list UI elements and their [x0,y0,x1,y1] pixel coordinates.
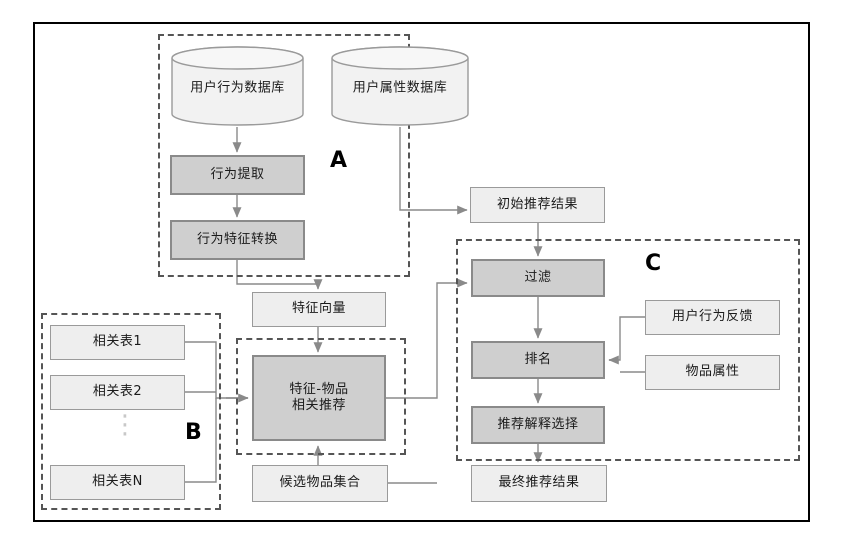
group-box-center [236,338,406,455]
node-relation-table-2[interactable]: 相关表2 [50,375,185,410]
database-user-behavior[interactable]: 用户行为数据库 [170,45,305,127]
group-box-b [41,313,221,510]
relation-table-ellipsis: ⋮ [112,412,138,458]
node-relation-table-n[interactable]: 相关表N [50,465,185,500]
node-behavior-extraction[interactable]: 行为提取 [170,155,305,195]
node-ranking[interactable]: 排名 [471,341,605,379]
group-box-c [456,239,800,461]
group-label-c: C [645,251,662,276]
node-feature-vector[interactable]: 特征向量 [252,292,386,327]
node-candidate-item-set[interactable]: 候选物品集合 [252,465,388,502]
group-label-b: B [185,420,202,445]
group-label-a: A [330,148,348,173]
database-label: 用户行为数据库 [190,80,285,96]
node-feature-item-recommend[interactable]: 特征-物品 相关推荐 [252,355,386,441]
cylinder-shape [331,46,469,126]
node-initial-recommend-result[interactable]: 初始推荐结果 [470,187,605,223]
node-recommend-explain-select[interactable]: 推荐解释选择 [471,406,605,444]
cylinder-shape [171,46,304,126]
node-behavior-feature-convert[interactable]: 行为特征转换 [170,220,305,260]
node-item-attribute[interactable]: 物品属性 [645,355,780,390]
node-final-recommend-result[interactable]: 最终推荐结果 [471,465,607,502]
node-user-behavior-feedback[interactable]: 用户行为反馈 [645,300,780,335]
group-box-a [158,34,410,277]
database-user-attribute[interactable]: 用户属性数据库 [330,45,470,127]
node-filter[interactable]: 过滤 [471,259,605,297]
database-label: 用户属性数据库 [352,80,448,96]
node-relation-table-1[interactable]: 相关表1 [50,325,185,360]
